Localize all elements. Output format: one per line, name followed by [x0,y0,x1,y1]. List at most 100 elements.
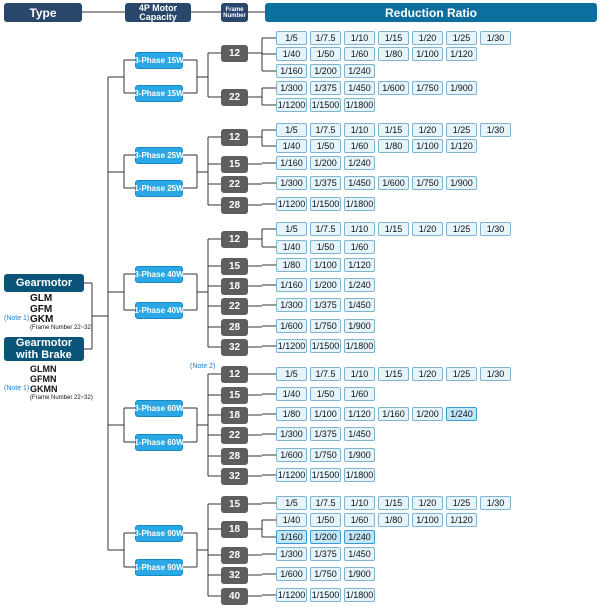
frame-number-28: 28 [221,197,248,214]
reduction-ratio-cell: 1/1800 [344,197,375,211]
frame-number-22: 22 [221,176,248,193]
reduction-ratio-cell: 1/50 [310,47,341,61]
reduction-ratio-cell: 1/5 [276,222,307,236]
reduction-ratio-cell: 1/450 [344,298,375,312]
reduction-ratio-cell: 1/240 [446,407,477,421]
phase-3-phase-90w: 3-Phase 90W [134,525,184,542]
reduction-ratio-cell: 1/120 [446,139,477,153]
reduction-ratio-cell: 1/1800 [344,468,375,482]
reduction-ratio-cell: 1/900 [446,81,477,95]
note-1-brake: (Note 1) [4,385,30,392]
reduction-ratio-cell: 1/160 [378,407,409,421]
reduction-ratio-cell: 1/600 [378,176,409,190]
reduction-ratio-cell: 1/1500 [310,98,341,112]
reduction-ratio-cell: 1/15 [378,123,409,137]
reduction-ratio-cell: 1/60 [344,47,375,61]
reduction-ratio-cell: 1/20 [412,123,443,137]
frame-number-18: 18 [221,407,248,424]
reduction-ratio-cell: 1/120 [344,407,375,421]
reduction-ratio-cell: 1/600 [276,319,307,333]
reduction-ratio-cell: 1/200 [310,64,341,78]
reduction-ratio-cell: 1/25 [446,31,477,45]
header-reduction-ratio: Reduction Ratio [265,3,597,22]
reduction-ratio-cell: 1/240 [344,156,375,170]
reduction-ratio-cell: 1/15 [378,31,409,45]
reduction-ratio-cell: 1/240 [344,530,375,544]
reduction-ratio-cell: 1/7.5 [310,123,341,137]
reduction-ratio-cell: 1/100 [310,258,341,272]
reduction-ratio-cell: 1/600 [276,567,307,581]
frame-number-22: 22 [221,89,248,106]
reduction-ratio-cell: 1/60 [344,513,375,527]
reduction-ratio-cell: 1/1200 [276,468,307,482]
reduction-ratio-cell: 1/375 [310,81,341,95]
reduction-ratio-cell: 1/40 [276,387,307,401]
model-gfmn: GFMN [30,374,57,384]
reduction-ratio-cell: 1/200 [310,278,341,292]
reduction-ratio-cell: 1/1200 [276,588,307,602]
frame-number-32: 32 [221,339,248,356]
reduction-ratio-cell: 1/80 [276,258,307,272]
reduction-ratio-cell: 1/375 [310,427,341,441]
reduction-ratio-cell: 1/80 [276,407,307,421]
reduction-ratio-cell: 1/375 [310,298,341,312]
reduction-ratio-cell: 1/10 [344,367,375,381]
frame-number-28: 28 [221,547,248,564]
reduction-ratio-cell: 1/7.5 [310,222,341,236]
phase-3-phase-60w: 3-Phase 60W [134,400,184,417]
frame-number-18: 18 [221,521,248,538]
reduction-ratio-cell: 1/750 [412,176,443,190]
reduction-ratio-cell: 1/1800 [344,98,375,112]
reduction-ratio-cell: 1/450 [344,81,375,95]
reduction-ratio-cell: 1/300 [276,176,307,190]
frame-number-22: 22 [221,298,248,315]
model-gkm: GKM [30,314,54,325]
reduction-ratio-cell: 1/25 [446,496,477,510]
frame-number-12: 12 [221,129,248,146]
reduction-ratio-cell: 1/750 [310,567,341,581]
reduction-ratio-cell: 1/25 [446,123,477,137]
reduction-ratio-cell: 1/20 [412,496,443,510]
reduction-ratio-cell: 1/7.5 [310,367,341,381]
frame-number-28: 28 [221,448,248,465]
reduction-ratio-cell: 1/900 [344,448,375,462]
reduction-ratio-cell: 1/160 [276,530,307,544]
reduction-ratio-cell: 1/30 [480,367,511,381]
header-motor-capacity: 4P Motor Capacity [125,3,191,22]
reduction-ratio-cell: 1/200 [310,530,341,544]
frame-number-22: 22 [221,427,248,444]
reduction-ratio-cell: 1/100 [310,407,341,421]
reduction-ratio-cell: 1/300 [276,81,307,95]
reduction-ratio-cell: 1/30 [480,31,511,45]
reduction-ratio-cell: 1/15 [378,222,409,236]
frame-number-12: 12 [221,366,248,383]
model-glmn: GLMN [30,364,57,374]
reduction-ratio-cell: 1/20 [412,31,443,45]
reduction-ratio-cell: 1/300 [276,547,307,561]
reduction-ratio-cell: 1/160 [276,64,307,78]
reduction-ratio-cell: 1/5 [276,496,307,510]
phase-1-phase-60w: 1-Phase 60W [134,434,184,451]
reduction-ratio-cell: 1/1200 [276,339,307,353]
reduction-ratio-cell: 1/20 [412,367,443,381]
reduction-ratio-cell: 1/7.5 [310,31,341,45]
reduction-ratio-cell: 1/750 [310,448,341,462]
reduction-ratio-cell: 1/1500 [310,588,341,602]
reduction-ratio-cell: 1/450 [344,547,375,561]
category-gearmotor-with-brake: Gearmotor with Brake [4,337,84,361]
reduction-ratio-cell: 1/30 [480,222,511,236]
reduction-ratio-cell: 1/100 [412,47,443,61]
reduction-ratio-cell: 1/80 [378,513,409,527]
reduction-ratio-cell: 1/80 [378,139,409,153]
reduction-ratio-cell: 1/600 [378,81,409,95]
reduction-ratio-cell: 1/25 [446,222,477,236]
reduction-ratio-cell: 1/450 [344,176,375,190]
reduction-ratio-cell: 1/375 [310,547,341,561]
reduction-ratio-cell: 1/50 [310,513,341,527]
reduction-ratio-cell: 1/1200 [276,197,307,211]
reduction-ratio-cell: 1/450 [344,427,375,441]
reduction-ratio-cell: 1/20 [412,222,443,236]
frame-number-15: 15 [221,258,248,275]
frame-note-gearmotor: (Frame Number 22~32) [30,325,93,331]
